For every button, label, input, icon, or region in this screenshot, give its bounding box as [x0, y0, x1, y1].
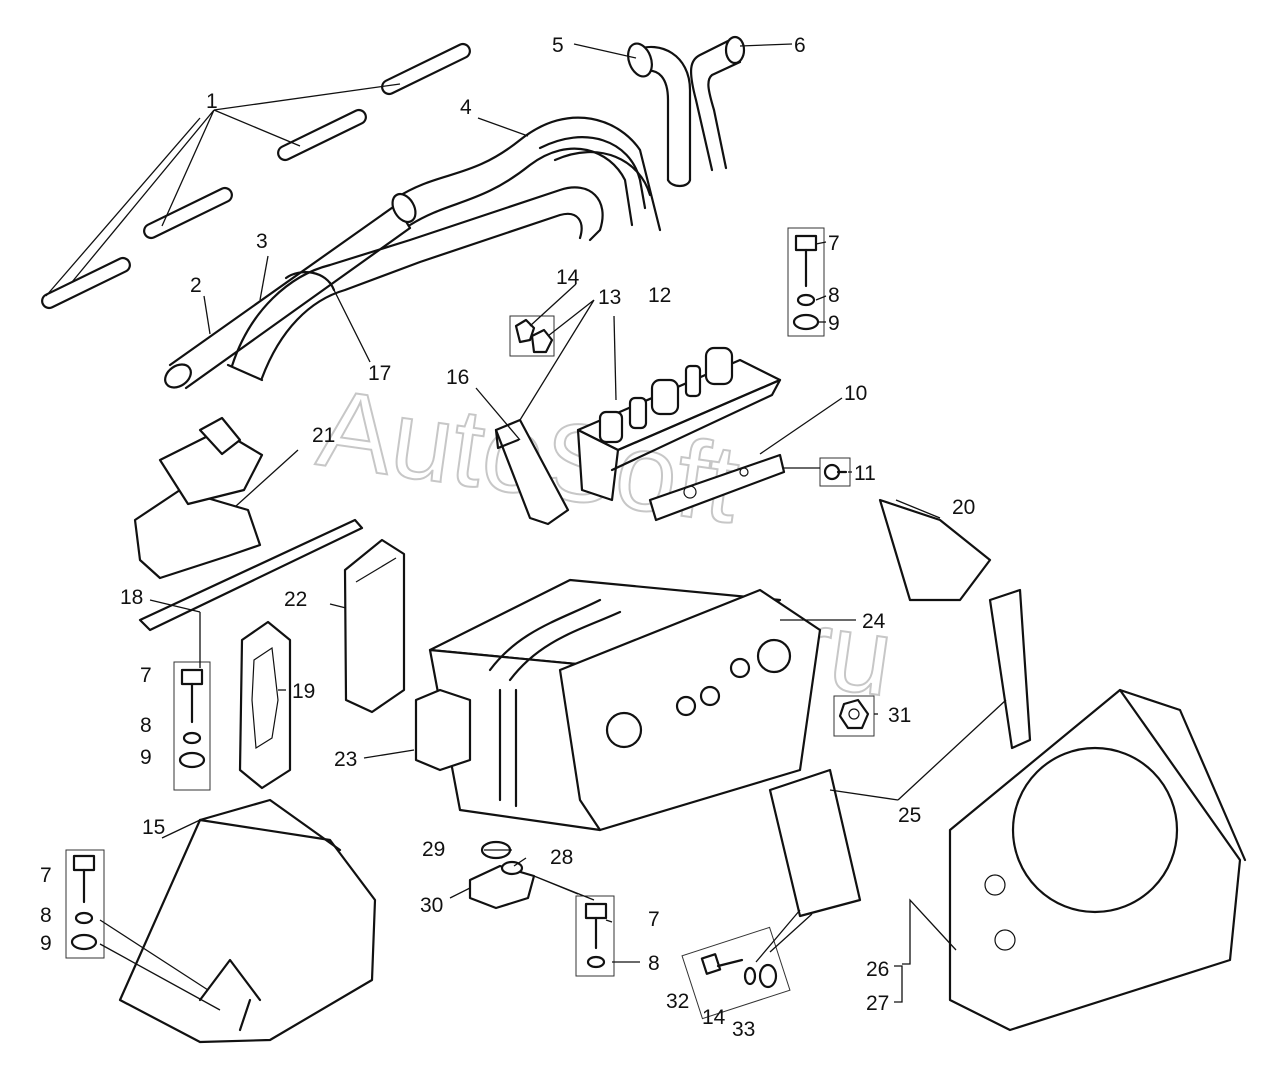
callout-31: 31 — [888, 704, 911, 727]
part-19-gasket — [238, 620, 292, 790]
callout-26: 26 — [866, 958, 889, 981]
callout-1: 1 — [206, 90, 218, 113]
callout-28: 28 — [550, 846, 573, 869]
part-13-14-nuts — [509, 315, 555, 357]
part-20-plate — [878, 498, 992, 602]
part-1-clamp-strips — [41, 42, 471, 310]
part-25-brackets — [768, 588, 1032, 918]
part-16-support-bracket — [494, 418, 570, 526]
part-15-lower-shroud — [118, 798, 377, 1044]
part-21-air-duct — [133, 416, 264, 580]
part-26-27-fan-shroud — [948, 688, 1247, 1032]
part-11-screw — [819, 457, 851, 487]
callout-14-lower: 14 — [702, 1006, 726, 1029]
bracket-26-27 — [894, 965, 903, 1003]
callout-23: 23 — [334, 748, 357, 771]
callout-17: 17 — [368, 362, 391, 385]
callout-15: 15 — [142, 816, 165, 839]
callout-25: 25 — [898, 804, 921, 827]
callout-14-top: 14 — [556, 266, 580, 289]
callout-18: 18 — [120, 586, 143, 609]
callout-2: 2 — [190, 274, 202, 297]
part-3-hose — [226, 186, 604, 382]
callout-6: 6 — [794, 34, 806, 57]
callout-22: 22 — [284, 588, 307, 611]
callout-24: 24 — [862, 610, 886, 633]
callout-8-center: 8 — [648, 952, 660, 975]
leader-lines — [45, 43, 1007, 1011]
part-18-strip — [138, 518, 364, 632]
callout-7-top: 7 — [828, 232, 840, 255]
callout-13: 13 — [598, 286, 621, 309]
part-31-nut — [833, 695, 875, 737]
part-28-30-flange — [468, 840, 536, 910]
callout-4: 4 — [460, 96, 472, 119]
part-4-hose — [391, 116, 662, 232]
callout-8-lower: 8 — [40, 904, 52, 927]
part-6-hose-elbow — [690, 35, 746, 172]
callout-12: 12 — [648, 284, 671, 307]
callout-5: 5 — [552, 34, 564, 57]
callout-9-left: 9 — [140, 746, 152, 769]
bolt-kit-32-14-33 — [681, 926, 791, 1020]
callout-8-top: 8 — [828, 284, 840, 307]
bolt-kit-lower-left — [65, 849, 105, 959]
part-12-manifold — [576, 346, 782, 502]
part-10-bracket — [648, 453, 786, 522]
callout-8-left: 8 — [140, 714, 152, 737]
part-5-hose-elbow — [627, 42, 692, 188]
callout-29: 29 — [422, 838, 445, 861]
callout-33: 33 — [732, 1018, 755, 1041]
bolt-kit-center — [575, 895, 615, 977]
callout-3: 3 — [256, 230, 268, 253]
bolt-kit-top — [787, 227, 825, 337]
callout-9-lower: 9 — [40, 932, 52, 955]
part-24-control-panel — [558, 588, 822, 832]
callout-30: 30 — [420, 894, 443, 917]
callout-10: 10 — [844, 382, 867, 405]
callout-20: 20 — [952, 496, 975, 519]
callout-labels: 1 2 3 4 5 6 7 8 9 10 11 12 13 14 15 16 1… — [40, 34, 975, 1041]
part-22-cover-plate — [343, 538, 406, 714]
bolt-kit-left — [173, 661, 211, 791]
callout-7-center: 7 — [648, 908, 660, 931]
callout-9-top: 9 — [828, 312, 840, 335]
callout-19: 19 — [292, 680, 315, 703]
callout-7-lower: 7 — [40, 864, 52, 887]
callout-16: 16 — [446, 366, 469, 389]
callout-11: 11 — [854, 462, 876, 485]
callout-27: 27 — [866, 992, 889, 1015]
callout-7-left: 7 — [140, 664, 152, 687]
callout-32: 32 — [666, 990, 689, 1013]
callout-21: 21 — [312, 424, 335, 447]
